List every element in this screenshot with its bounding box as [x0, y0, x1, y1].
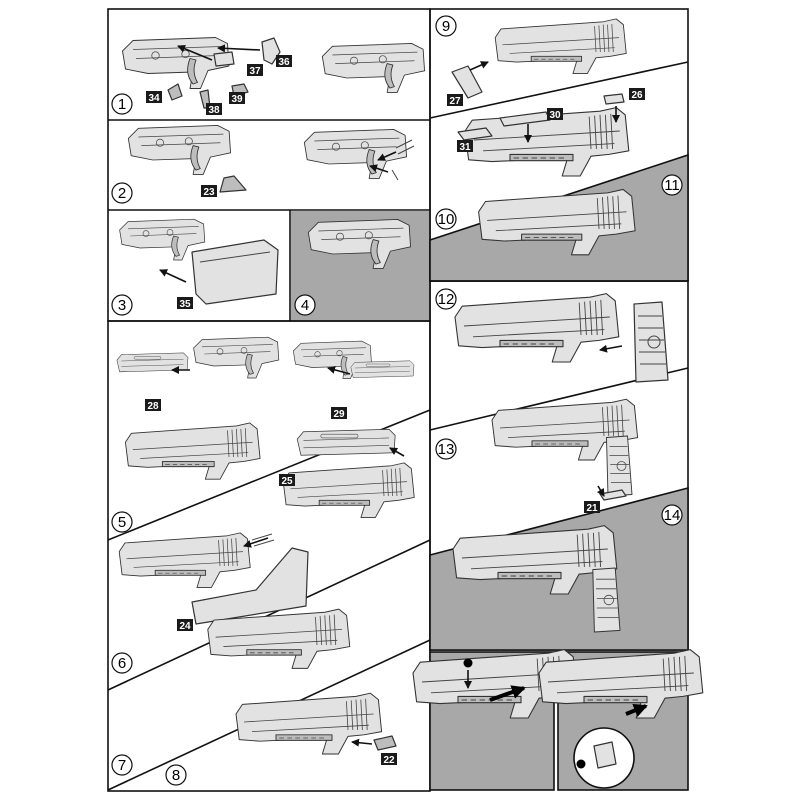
- svg-text:8: 8: [172, 767, 180, 784]
- step-number-1: 1: [111, 93, 133, 115]
- svg-text:36: 36: [278, 57, 290, 68]
- svg-text:22: 22: [383, 755, 395, 766]
- svg-text:5: 5: [118, 514, 126, 531]
- svg-text:21: 21: [586, 503, 598, 514]
- svg-text:26: 26: [631, 90, 643, 101]
- part-badge-21: 21: [584, 501, 600, 514]
- svg-text:35: 35: [179, 299, 191, 310]
- part-badge-37: 37: [247, 64, 263, 77]
- illustration-step-3: [119, 218, 279, 305]
- part-badge-36: 36: [276, 55, 292, 68]
- svg-text:34: 34: [148, 93, 160, 104]
- svg-text:14: 14: [664, 507, 681, 524]
- svg-text:28: 28: [147, 401, 159, 412]
- illustration-detail-left: [412, 649, 578, 719]
- part-badge-28: 28: [145, 399, 161, 412]
- illustration-step-2: [127, 125, 415, 193]
- step-number-7: 7: [111, 754, 133, 776]
- step-number-5: 5: [111, 511, 133, 533]
- part-badge-23: 23: [201, 185, 217, 198]
- svg-text:39: 39: [231, 94, 243, 105]
- part-badge-27: 27: [447, 94, 463, 107]
- svg-text:3: 3: [118, 297, 126, 314]
- dot-marker-icon: [576, 759, 586, 769]
- step-number-11: 11: [661, 174, 683, 196]
- illustration-step-8: [235, 692, 397, 755]
- illustration-step-5: [116, 336, 415, 519]
- part-badge-38: 38: [206, 103, 222, 116]
- step-number-9: 9: [435, 15, 457, 37]
- part-badge-26: 26: [629, 88, 645, 101]
- step-number-2: 2: [111, 182, 133, 204]
- part-badge-24: 24: [177, 619, 193, 632]
- illustration-step-13: [491, 398, 639, 501]
- step-number-12: 12: [435, 288, 457, 310]
- illustration-step-10: [457, 93, 630, 177]
- part-badge-34: 34: [146, 91, 162, 104]
- svg-text:4: 4: [301, 297, 309, 314]
- step-number-6: 6: [111, 652, 133, 674]
- svg-text:23: 23: [203, 187, 215, 198]
- part-badge-39: 39: [229, 92, 245, 105]
- step-number-8: 8: [165, 764, 187, 786]
- svg-text:30: 30: [549, 110, 561, 121]
- part-badge-30: 30: [547, 108, 563, 121]
- illustration-step-6: [118, 532, 309, 625]
- step-number-10: 10: [435, 208, 457, 230]
- svg-text:11: 11: [664, 177, 680, 194]
- svg-text:27: 27: [449, 96, 461, 107]
- svg-text:12: 12: [438, 291, 455, 308]
- part-badge-35: 35: [177, 297, 193, 310]
- step-number-4: 4: [294, 294, 316, 316]
- svg-text:24: 24: [179, 621, 191, 632]
- step-number-13: 13: [435, 438, 457, 460]
- step-number-3: 3: [111, 294, 133, 316]
- illustration-step-12: [454, 293, 669, 383]
- step-number-14: 14: [661, 504, 683, 526]
- illustration-step-1: [122, 37, 425, 109]
- part-badge-29: 29: [331, 407, 347, 420]
- svg-text:37: 37: [249, 66, 261, 77]
- svg-text:7: 7: [118, 757, 126, 774]
- svg-text:31: 31: [459, 142, 471, 153]
- svg-text:38: 38: [208, 105, 220, 116]
- svg-text:29: 29: [333, 409, 345, 420]
- part-badge-25: 25: [279, 474, 295, 487]
- svg-text:25: 25: [281, 476, 293, 487]
- illustration-detail-right: [538, 649, 704, 789]
- dot-marker-icon: [463, 658, 473, 668]
- svg-text:2: 2: [118, 185, 126, 202]
- illustration-step-9: [451, 18, 627, 99]
- svg-text:10: 10: [438, 211, 455, 228]
- svg-text:9: 9: [442, 18, 450, 35]
- part-badge-31: 31: [457, 140, 473, 153]
- part-badge-22: 22: [381, 753, 397, 766]
- svg-text:13: 13: [438, 441, 455, 458]
- svg-text:1: 1: [118, 96, 126, 113]
- svg-text:6: 6: [118, 655, 126, 672]
